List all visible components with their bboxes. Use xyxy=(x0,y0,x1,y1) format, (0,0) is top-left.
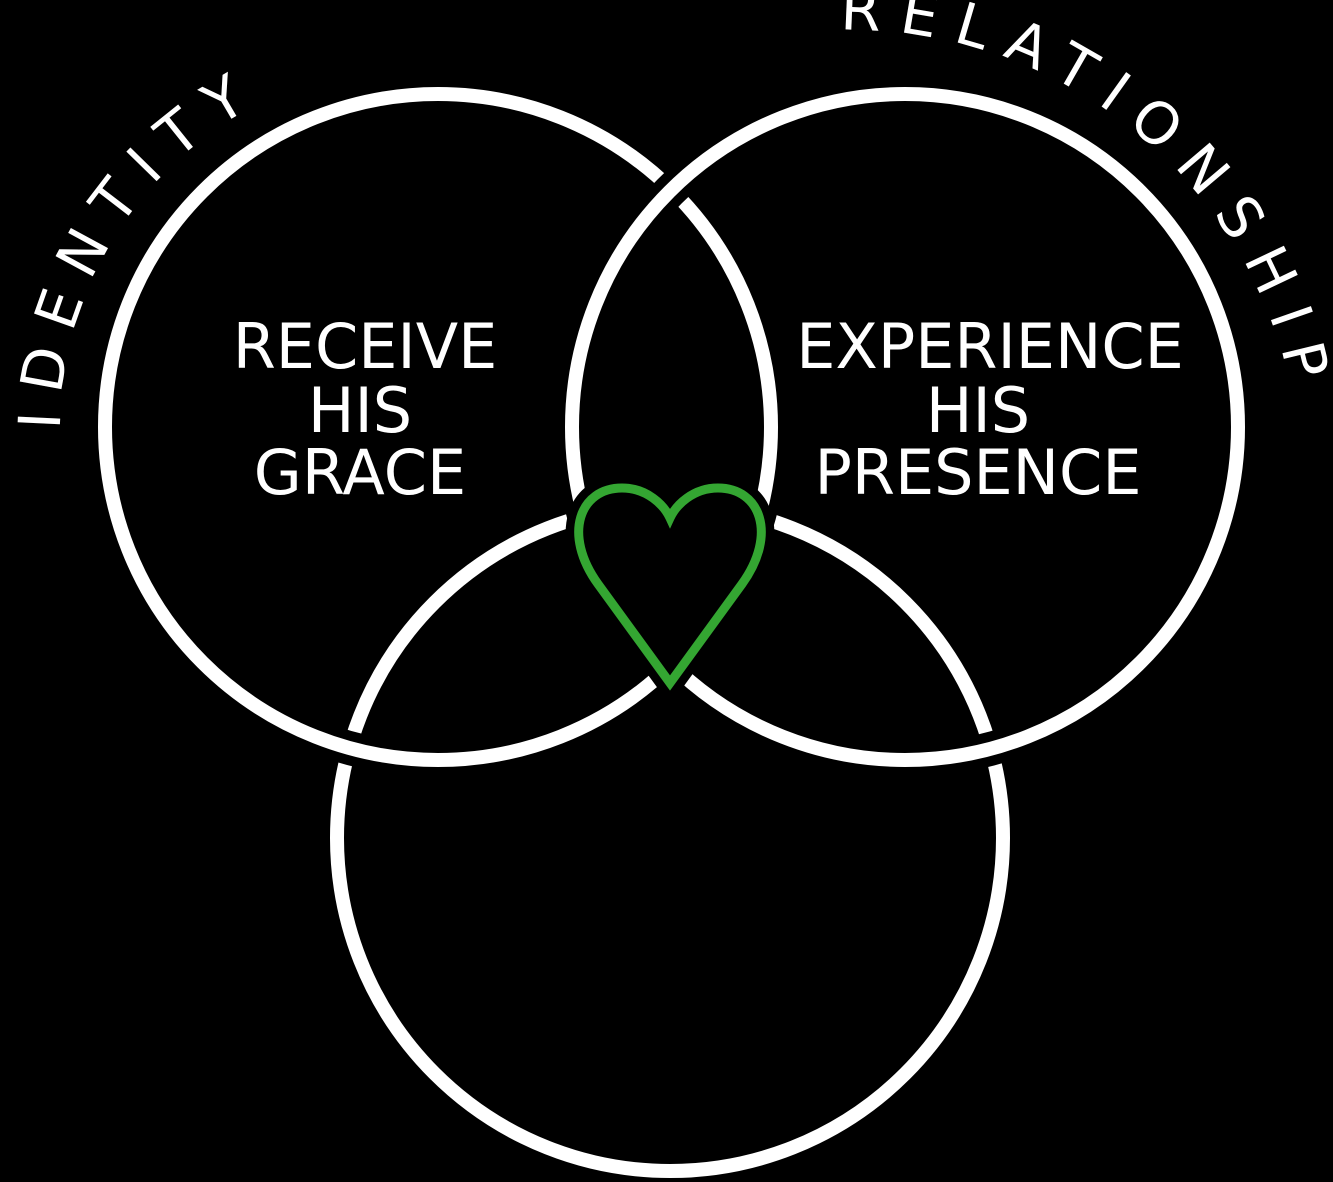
left-line-2: HIS xyxy=(308,374,412,447)
right-circle xyxy=(565,87,1245,767)
right-line-1: EXPERIENCE xyxy=(796,310,1184,383)
left-line-1: RECEIVE xyxy=(233,310,498,383)
left-line-3: GRACE xyxy=(254,436,466,509)
heart-icon xyxy=(574,483,766,691)
right-line-2: HIS xyxy=(926,374,1030,447)
right-line-3: PRESENCE xyxy=(814,436,1141,509)
right-circle-text: EXPERIENCE HIS PRESENCE xyxy=(796,310,1184,509)
left-circle-text: RECEIVE HIS GRACE xyxy=(233,310,498,509)
left-circle xyxy=(98,87,778,767)
